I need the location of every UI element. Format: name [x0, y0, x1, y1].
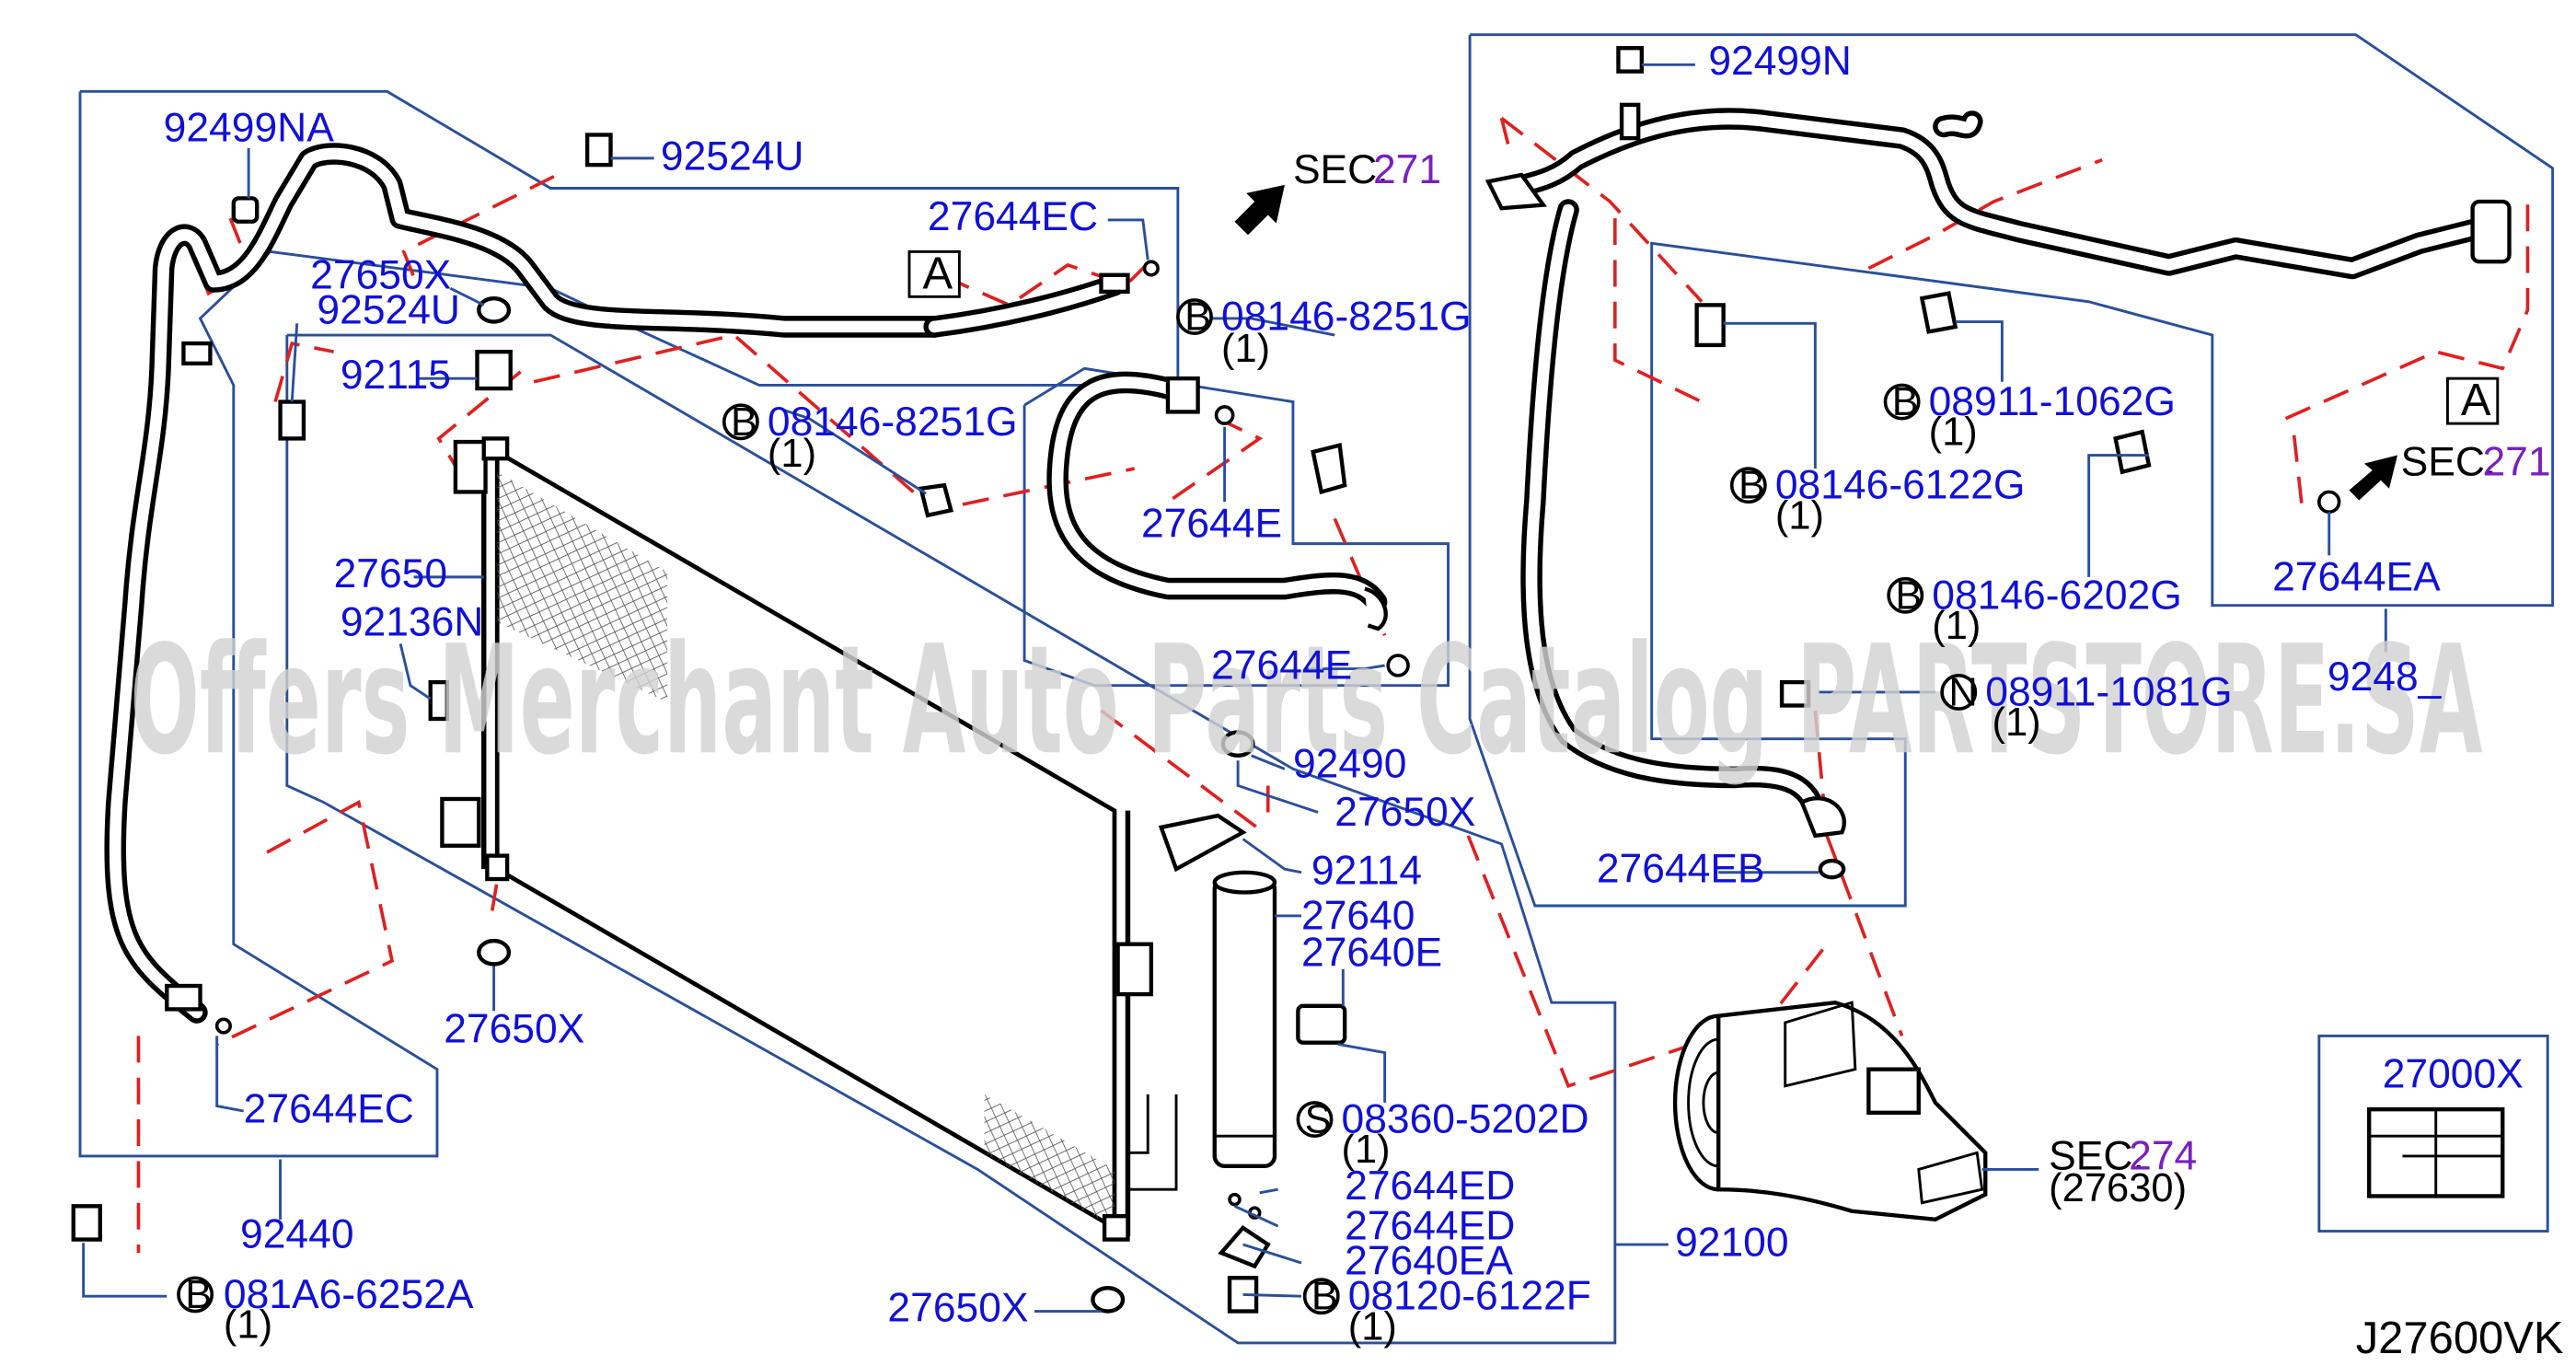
arrow-sec-271-top: [1234, 184, 1285, 236]
svg-text:S: S: [1305, 1098, 1332, 1142]
small-parts: [71, 46, 2512, 1314]
svg-text:(1): (1): [1932, 604, 1981, 648]
svg-text:(1): (1): [1929, 411, 1978, 455]
callout-92524u-left[interactable]: 92524U: [317, 287, 460, 332]
svg-text:(27630): (27630): [2049, 1166, 2187, 1210]
callout-27650[interactable]: 27650: [334, 551, 447, 596]
svg-text:B: B: [1311, 1275, 1338, 1319]
watermark: Offers Merchant Auto Parts Catalog PARTS…: [130, 614, 2482, 788]
callout-27644e-1[interactable]: 27644E: [1141, 501, 1282, 546]
kit-box: [2317, 1034, 2549, 1233]
svg-text:081A6-6252A: 081A6-6252A: [224, 1272, 474, 1317]
callout-27000x[interactable]: 27000X: [2383, 1052, 2524, 1097]
svg-text:271: 271: [2482, 439, 2550, 484]
callout-27644e-2[interactable]: 27644E: [1211, 642, 1352, 688]
callout-9248x[interactable]: 9248_: [2328, 654, 2443, 700]
svg-text:(1): (1): [1342, 1128, 1391, 1172]
compressor: [1672, 1000, 1988, 1222]
callout-92136n[interactable]: 92136N: [341, 599, 484, 644]
ref-mark-a-left: A: [907, 249, 961, 298]
callout-27640ea[interactable]: 27640EA: [1345, 1239, 1513, 1284]
svg-text:B: B: [1184, 295, 1211, 340]
svg-text:(1): (1): [1348, 1304, 1397, 1349]
callout-27650x-3[interactable]: 27650X: [1334, 790, 1475, 835]
svg-text:08146-8251G: 08146-8251G: [768, 399, 1018, 445]
bolt-callout-b6[interactable]: N 08911-1081G (1): [1940, 669, 2233, 745]
callout-92490[interactable]: 92490: [1293, 741, 1406, 786]
sec-ref-271-top[interactable]: SEC. 271: [1293, 147, 1441, 192]
sec-ref-274-compressor[interactable]: SEC. 274 (27630): [2049, 1133, 2197, 1210]
callout-27650x-2[interactable]: 27650X: [444, 1007, 584, 1052]
svg-text:A: A: [922, 249, 953, 298]
callout-27644ed-1[interactable]: 27644ED: [1345, 1163, 1515, 1209]
bolt-callout-b9[interactable]: B 08120-6122F (1): [1302, 1274, 1591, 1349]
svg-text:B: B: [1895, 573, 1922, 618]
svg-text:(1): (1): [1221, 327, 1270, 371]
svg-text:08146-6202G: 08146-6202G: [1932, 573, 2182, 618]
part-callouts: 92499NA 92524U 27644EC 27650X 92524U 921…: [164, 39, 2443, 1330]
callout-92524u-top[interactable]: 92524U: [661, 134, 804, 179]
svg-text:(1): (1): [768, 432, 816, 476]
pipe-upper-hose: [1046, 371, 1388, 613]
callout-92440[interactable]: 92440: [240, 1212, 353, 1257]
arrows: [1234, 184, 2398, 501]
svg-text:271: 271: [1373, 147, 1441, 192]
callout-92114[interactable]: 92114: [1311, 848, 1422, 893]
callout-92100[interactable]: 92100: [1675, 1221, 1788, 1266]
bolt-callout-b5[interactable]: B 08146-6202G (1): [1887, 573, 2182, 648]
svg-text:08146-6122G: 08146-6122G: [1775, 463, 2026, 508]
pipe-right-long: [1498, 108, 2497, 830]
bolt-callout-b7[interactable]: S 08360-5202D (1): [1296, 1097, 1589, 1173]
callout-27644ec-bottom[interactable]: 27644EC: [244, 1087, 414, 1132]
diagram-id: J27600VK: [2356, 1314, 2564, 1363]
svg-text:A: A: [2461, 376, 2491, 425]
callout-27644ea[interactable]: 27644EA: [2272, 554, 2441, 599]
svg-text:08360-5202D: 08360-5202D: [1342, 1097, 1589, 1142]
callout-27644eb[interactable]: 27644EB: [1597, 847, 1765, 892]
callout-27650x-1[interactable]: 27650X: [310, 252, 451, 297]
receiver-drier: [1212, 870, 1347, 1314]
callout-92499na[interactable]: 92499NA: [164, 106, 335, 151]
svg-text:SEC.: SEC.: [1293, 147, 1389, 192]
callout-92115[interactable]: 92115: [341, 353, 451, 398]
svg-text:B: B: [731, 400, 757, 445]
svg-text:08146-8251G: 08146-8251G: [1221, 295, 1472, 340]
callout-27640[interactable]: 27640: [1301, 893, 1415, 938]
svg-text:08911-1081G: 08911-1081G: [1985, 669, 2232, 714]
bolt-callout-b4[interactable]: B 08146-6122G (1): [1729, 463, 2026, 538]
callout-27644ec-top[interactable]: 27644EC: [928, 194, 1098, 239]
svg-text:(1): (1): [1993, 700, 2041, 745]
callout-27650x-4[interactable]: 27650X: [887, 1285, 1028, 1330]
svg-text:B: B: [1892, 380, 1919, 424]
bolt-callout-b3[interactable]: B 08911-1062G (1): [1883, 379, 2176, 455]
svg-text:N: N: [1948, 670, 1977, 714]
callout-27644ed-2[interactable]: 27644ED: [1345, 1204, 1515, 1249]
svg-text:(1): (1): [1775, 493, 1824, 538]
sec-ref-271-right[interactable]: SEC. 271: [2401, 439, 2551, 484]
condenser: [440, 436, 1178, 1242]
svg-text:274: 274: [2129, 1133, 2197, 1178]
leader-lines: [82, 63, 2387, 1313]
arrow-sec-271-right: [2349, 455, 2398, 501]
bolt-callout-b1[interactable]: B 08146-8251G (1): [1176, 295, 1472, 371]
pipe-left-long: [104, 143, 1126, 1024]
svg-text:08120-6122F: 08120-6122F: [1348, 1274, 1591, 1319]
callout-27640e[interactable]: 27640E: [1301, 930, 1442, 975]
svg-text:B: B: [185, 1273, 212, 1317]
svg-text:SEC.: SEC.: [2049, 1133, 2144, 1178]
svg-text:(1): (1): [224, 1303, 272, 1348]
svg-text:08911-1062G: 08911-1062G: [1929, 379, 2176, 424]
bolt-callout-b2[interactable]: B 08146-8251G (1): [722, 399, 1018, 476]
svg-text:B: B: [1739, 464, 1765, 508]
svg-text:SEC.: SEC.: [2401, 439, 2497, 484]
ref-mark-a-right: A: [2445, 376, 2500, 425]
callout-92499n[interactable]: 92499N: [1708, 39, 1852, 84]
bolt-callout-b8[interactable]: B 081A6-6252A (1): [177, 1272, 474, 1348]
